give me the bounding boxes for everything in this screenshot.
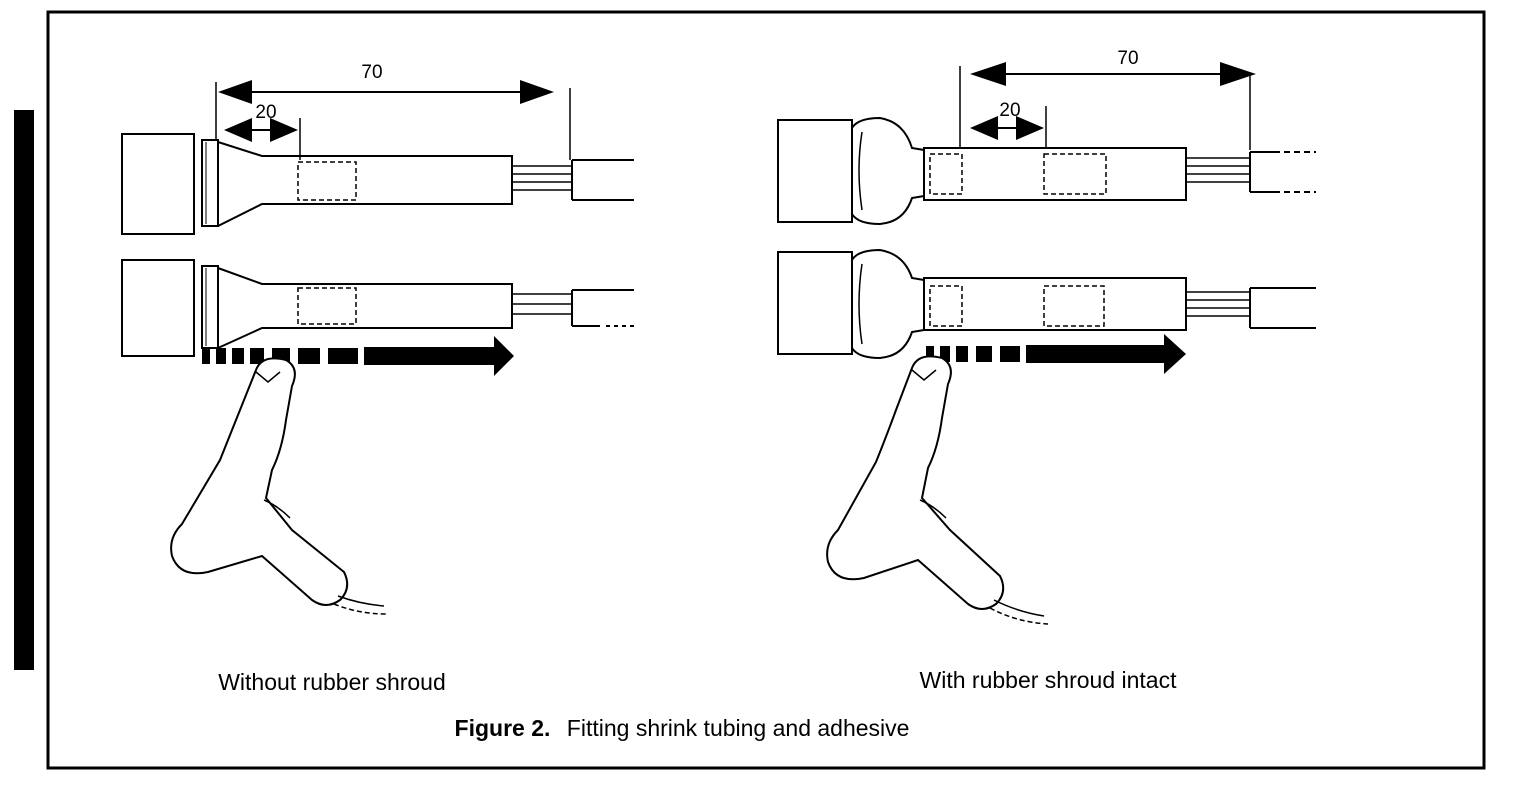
panel-caption-without-shroud: Without rubber shroud (218, 669, 446, 695)
panel-without-shroud: 70 20 (121, 62, 634, 695)
heat-gun-icon (170, 357, 389, 615)
figure-caption: Figure 2. Fitting shrink tubing and adhe… (455, 715, 910, 741)
figure-title: Fitting shrink tubing and adhesive (567, 715, 910, 741)
figure-border (46, 10, 1486, 770)
shroud-assembly-after (777, 248, 1316, 360)
dimension-label-70: 70 (1117, 48, 1138, 69)
dimension-label-20: 20 (999, 100, 1020, 121)
dimension-20-right: 20 (970, 100, 1047, 150)
shroud-assembly-before (777, 116, 1316, 226)
connector-assembly-before (121, 133, 634, 235)
arrow-right-icon (926, 334, 1186, 374)
svg-text:Figure 2. Fitting shrink: Figure 2. Fitting shrink tubing and adhe… (455, 715, 910, 741)
dimension-70-right: 70 (959, 48, 1256, 150)
arrow-right-icon (202, 336, 514, 376)
connector-assembly-after (121, 259, 634, 357)
dimension-70-left: 70 (215, 62, 571, 160)
revision-bar (14, 110, 34, 670)
panel-caption-with-shroud: With rubber shroud intact (920, 667, 1178, 693)
dimension-20-left: 20 (224, 102, 301, 160)
figure-number: Figure 2. (455, 715, 551, 741)
panel-with-shroud: 70 20 (777, 48, 1316, 693)
heat-gun-icon (826, 355, 1049, 625)
dimension-label-20: 20 (255, 102, 276, 123)
dimension-label-70: 70 (361, 62, 382, 83)
